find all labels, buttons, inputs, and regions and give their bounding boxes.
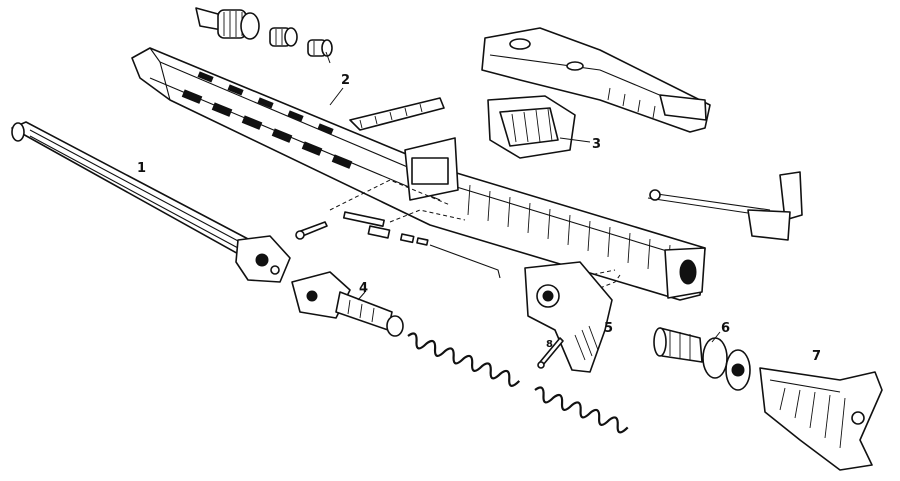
trigger-pin (537, 337, 564, 369)
muzzle-nut (307, 39, 333, 57)
trigger-housing (524, 261, 613, 373)
muzzle-cone (269, 27, 298, 47)
feed-tray (487, 95, 576, 159)
recoil-spring (407, 332, 629, 434)
rear-sight (349, 97, 445, 131)
callout-2: 2 (341, 73, 350, 88)
barrel (11, 121, 291, 283)
callout-1: 1 (137, 161, 146, 176)
flash-hider (195, 7, 260, 40)
barrel-chamber (235, 235, 291, 283)
callout-8: 8 (546, 339, 553, 350)
buffer-assembly (653, 327, 751, 391)
callout-7: 7 (812, 349, 821, 364)
muzzle-parts (195, 7, 333, 57)
cooling-slots (181, 71, 353, 169)
callout-5: 5 (604, 321, 613, 336)
small-parts (295, 211, 501, 279)
bolt-assembly (291, 271, 404, 337)
receiver-jacket (131, 47, 706, 301)
leader-lines (325, 51, 721, 343)
callout-4: 4 (359, 281, 368, 296)
callout-6: 6 (721, 321, 730, 336)
butt-stock (759, 367, 883, 471)
cocking-handle (647, 171, 803, 241)
callout-3: 3 (592, 137, 601, 152)
feed-cover (481, 27, 711, 133)
